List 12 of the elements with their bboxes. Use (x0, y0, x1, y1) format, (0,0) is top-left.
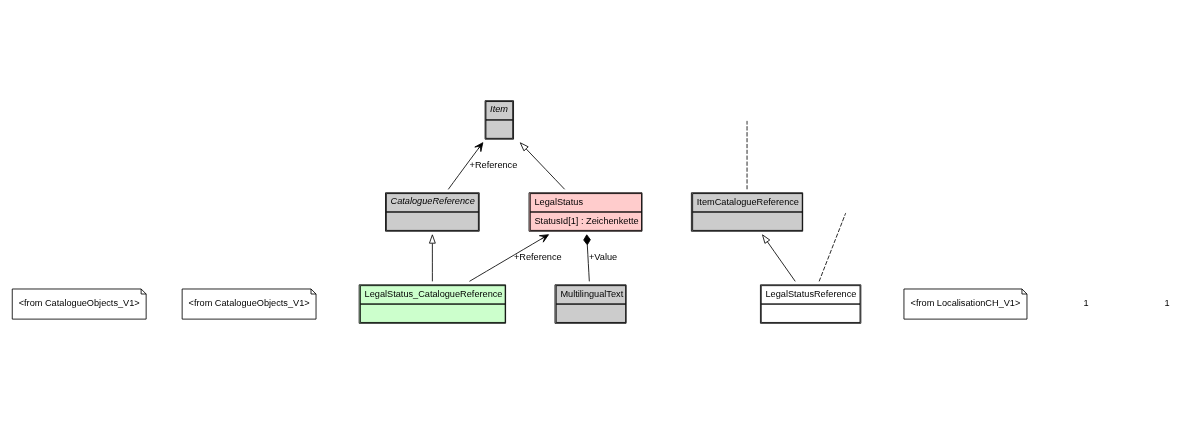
connector (818, 212, 847, 282)
label: 1 (1164, 297, 1170, 308)
connector (583, 233, 591, 282)
label: 1 (1083, 297, 1089, 308)
arrow (519, 141, 566, 190)
edge-label: +Value (589, 251, 618, 262)
edge-label: +Reference (469, 159, 518, 170)
arrow (469, 233, 549, 282)
arrow (762, 233, 796, 282)
arrow (429, 233, 436, 282)
edge-label: +Reference (513, 251, 562, 262)
arrow (447, 141, 484, 190)
